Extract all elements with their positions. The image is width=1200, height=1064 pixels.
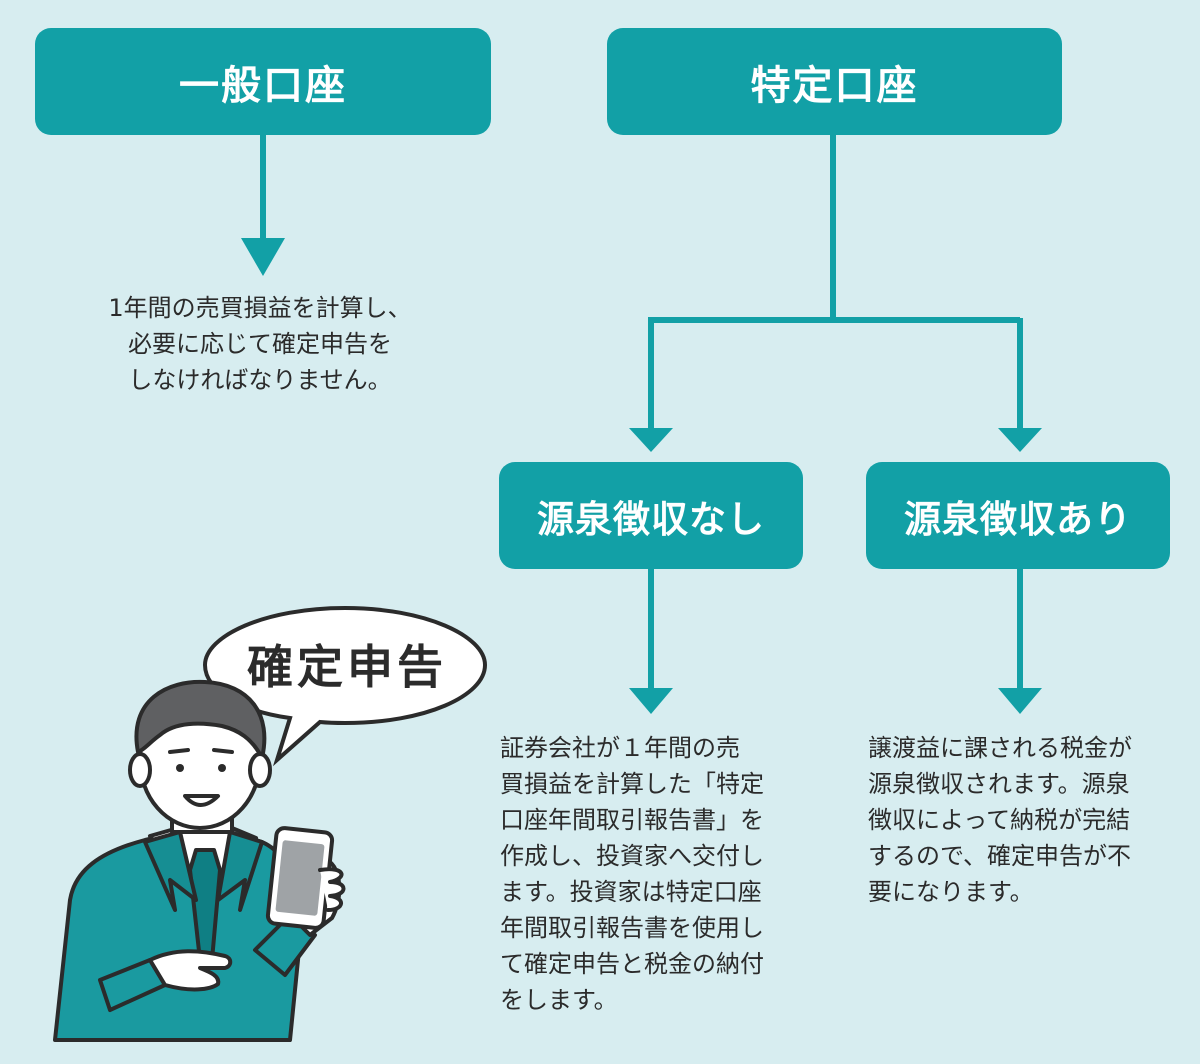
general-account-label: 一般口座: [179, 62, 347, 109]
speech-bubble-text: 確定申告: [247, 640, 447, 694]
arrow-head-no-withholding-out: [629, 688, 673, 714]
arrow-head-withholding-out: [998, 688, 1042, 714]
general-account-description: 1年間の売買損益を計算し、 必要に応じて確定申告を しなければなりません。: [108, 294, 412, 394]
hand-left: [148, 949, 233, 992]
arrow-head-no-withholding-in: [629, 428, 673, 452]
with-withholding-label: 源泉徴収あり: [904, 497, 1132, 541]
ear-left: [128, 752, 152, 788]
fingers: [318, 867, 346, 912]
with-withholding-description: 譲渡益に課される税金が 源泉徴収されます。源泉 徴収によって納税が完結 するので…: [868, 734, 1132, 906]
with-withholding-box: 源泉徴収あり: [866, 462, 1170, 569]
ear-right: [248, 752, 272, 788]
arrow-head-general: [241, 238, 285, 276]
arm-right: [253, 913, 317, 977]
eye-right: [218, 764, 226, 772]
mouth: [183, 794, 220, 807]
no-withholding-label: 源泉徴収なし: [537, 497, 765, 541]
businessman-illustration: [53, 679, 346, 1042]
general-account-box: 一般口座: [35, 28, 491, 135]
specific-account-label: 特定口座: [750, 62, 919, 109]
lapel-right: [216, 830, 264, 912]
eye-left: [176, 764, 184, 772]
brow-right: [212, 748, 234, 754]
arrow-head-withholding-in: [998, 428, 1042, 452]
speech-bubble: [202, 605, 488, 767]
smartphone-screen: [275, 840, 325, 916]
no-withholding-box: 源泉徴収なし: [499, 462, 803, 569]
brow-left: [168, 748, 190, 754]
no-withholding-description: 証券会社が１年間の売 買損益を計算した「特定 口座年間取引報告書」を 作成し、投…: [500, 734, 764, 1014]
specific-account-box: 特定口座: [607, 28, 1062, 135]
